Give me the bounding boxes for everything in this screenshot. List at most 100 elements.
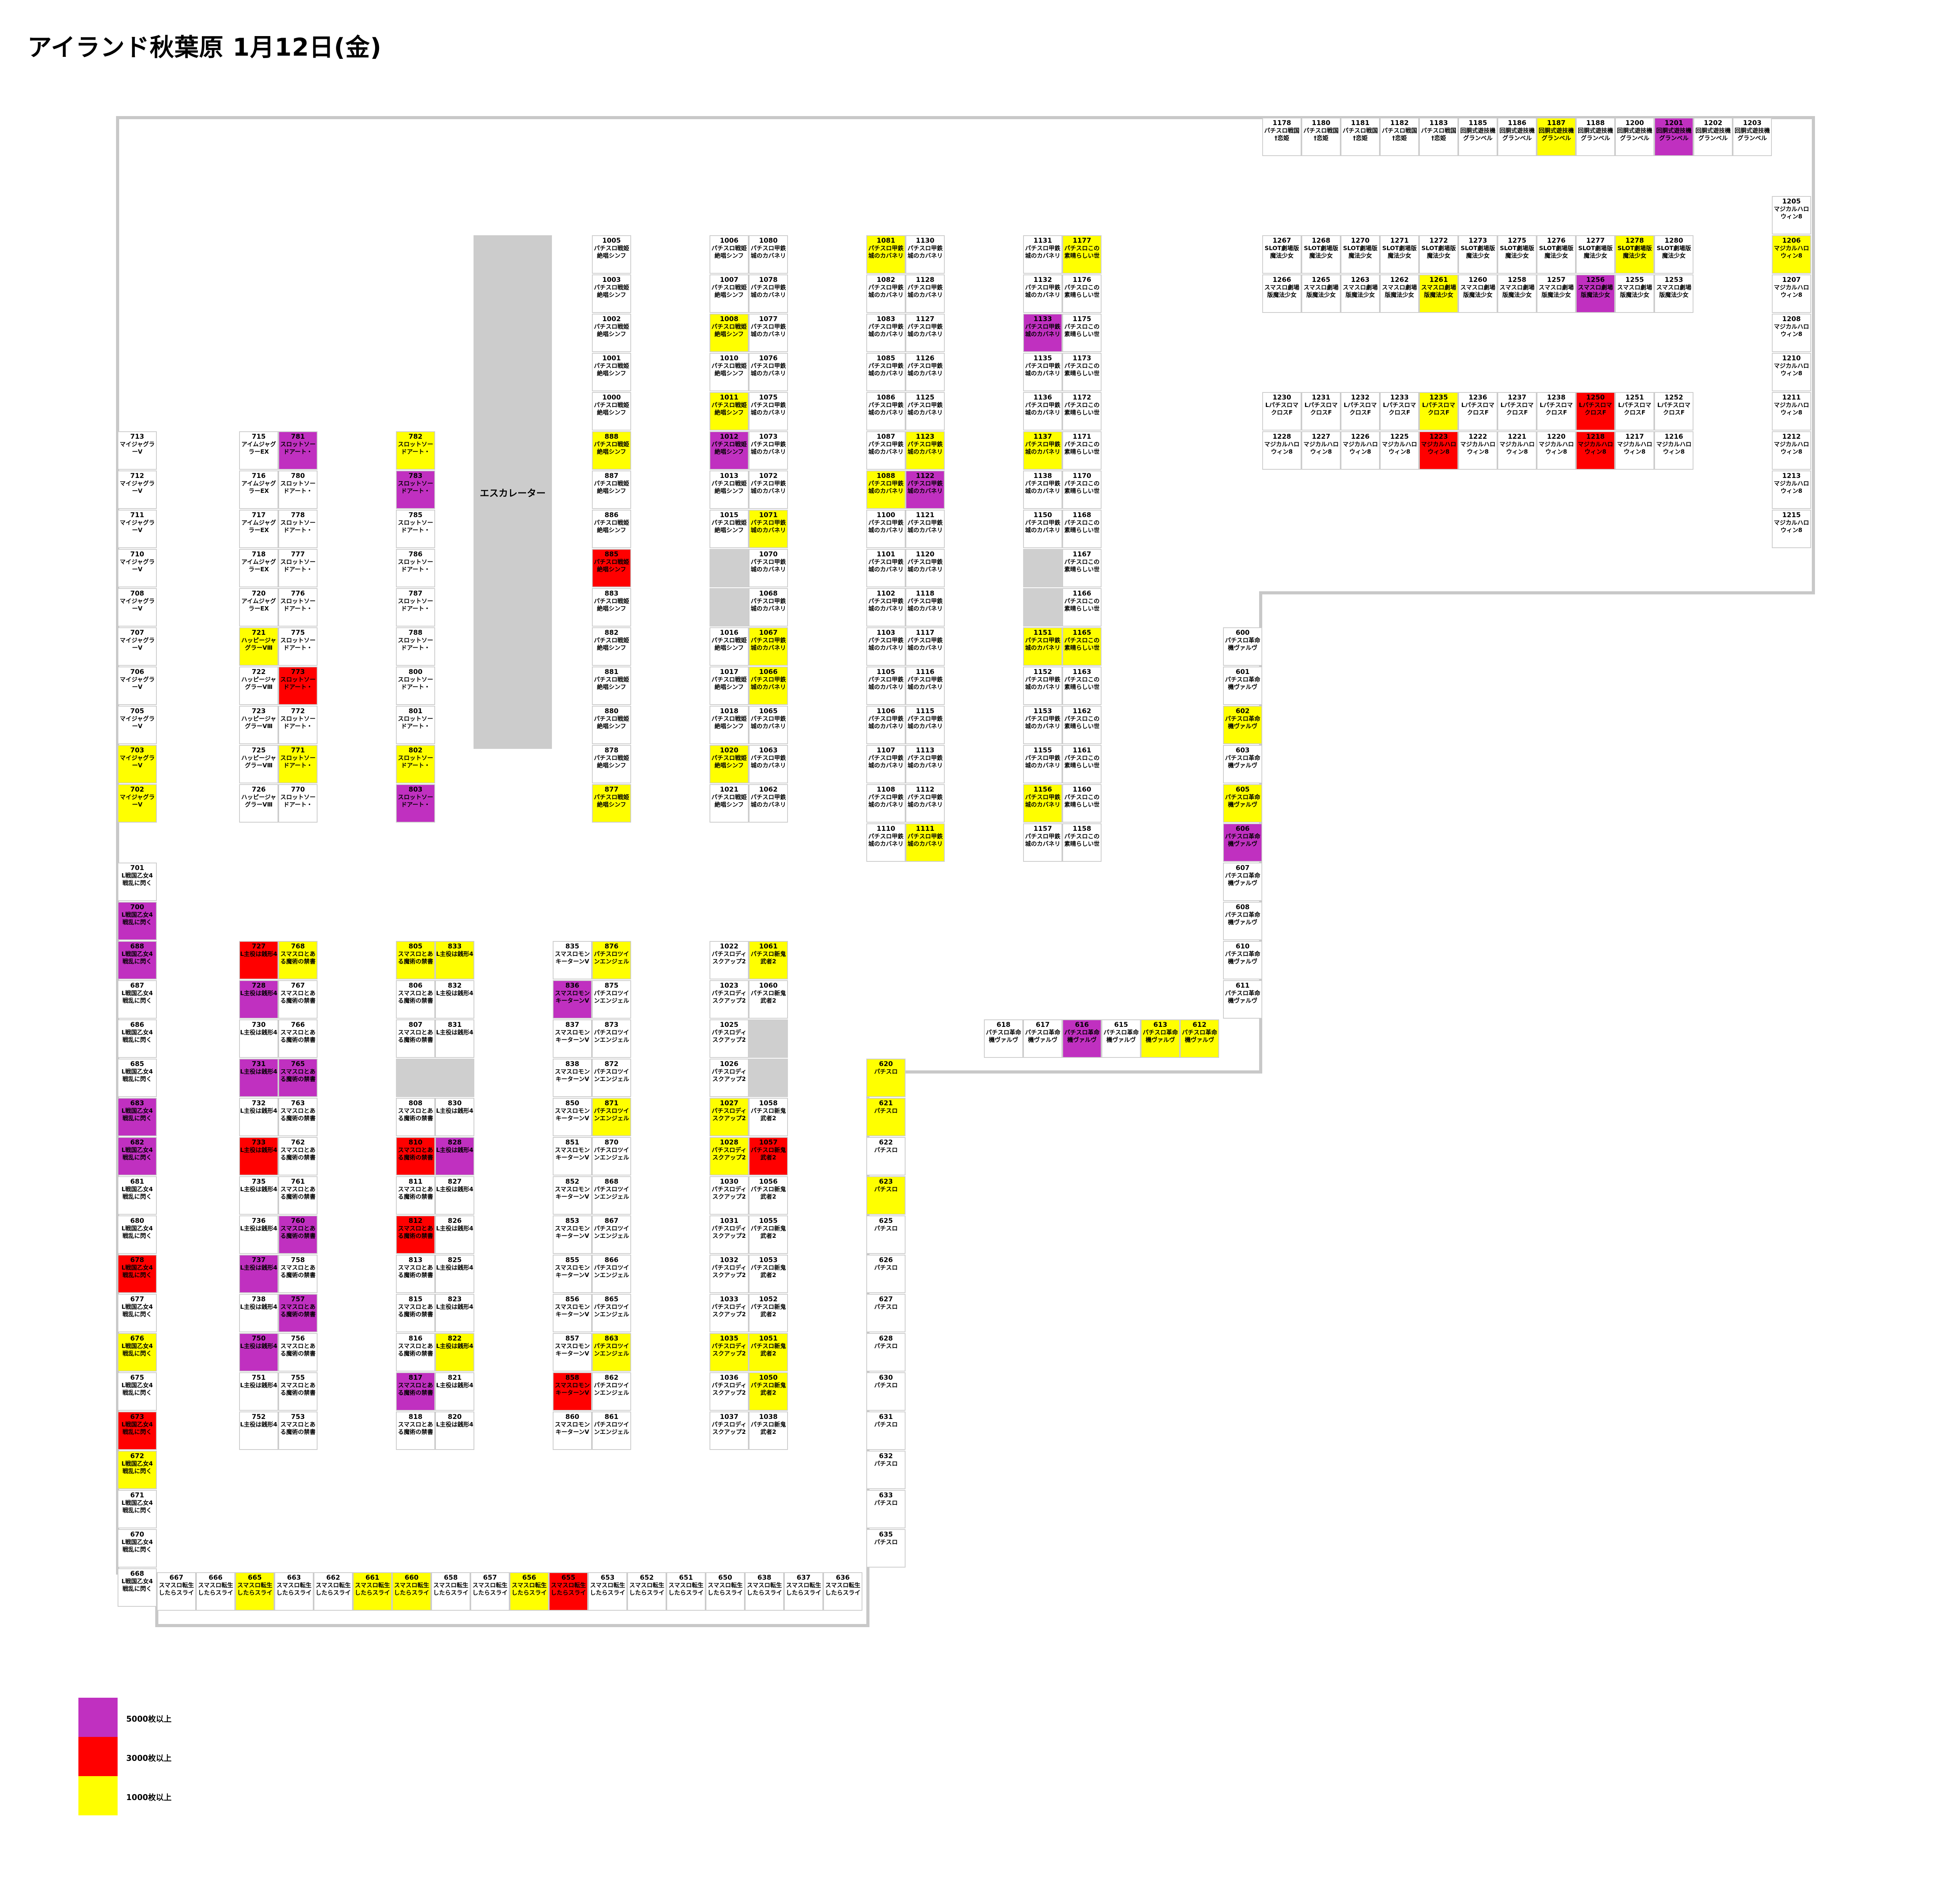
slot-machine[interactable]: 1138パチスロ甲鉄城のカバネリ bbox=[1023, 470, 1062, 509]
slot-machine[interactable]: 602パチスロ革命機ヴァルヴ bbox=[1223, 706, 1262, 744]
slot-machine[interactable]: 1105パチスロ甲鉄城のカバネリ bbox=[866, 667, 906, 705]
slot-machine[interactable]: 1225マジカルハロウィン8 bbox=[1380, 431, 1419, 470]
slot-machine[interactable]: 671L戦国乙女4 戦乱に閃く bbox=[118, 1490, 157, 1528]
slot-machine[interactable]: 705マイジャグラーV bbox=[118, 706, 157, 744]
slot-machine[interactable]: 612パチスロ革命機ヴァルヴ bbox=[1180, 1019, 1219, 1058]
slot-machine[interactable]: 1032パチスロディスクアップ2 bbox=[710, 1255, 749, 1293]
slot-machine[interactable]: 1131パチスロ甲鉄城のカバネリ bbox=[1023, 235, 1062, 274]
slot-machine[interactable]: 1161パチスロこの素晴らしい世 bbox=[1062, 745, 1102, 783]
slot-machine[interactable]: 1226マジカルハロウィン8 bbox=[1341, 431, 1380, 470]
slot-machine[interactable]: 1162パチスロこの素晴らしい世 bbox=[1062, 706, 1102, 744]
slot-machine[interactable]: 1050パチスロ新鬼武者2 bbox=[749, 1372, 788, 1411]
slot-machine[interactable]: 862パチスロツインエンジェル bbox=[592, 1372, 631, 1411]
slot-machine[interactable]: 1262スマスロ劇場版魔法少女 bbox=[1380, 274, 1419, 313]
slot-machine[interactable]: 721ハッピージャグラーVⅢ bbox=[239, 627, 278, 666]
slot-machine[interactable]: 651スマスロ転生したらスライ bbox=[666, 1572, 706, 1611]
slot-machine[interactable]: 816スマスロとある魔術の禁書 bbox=[396, 1333, 435, 1372]
slot-machine[interactable]: 1015パチスロ戦姫絶唱シンフ bbox=[710, 510, 749, 548]
slot-machine[interactable]: 856スマスロモンキーターンV bbox=[553, 1294, 592, 1332]
slot-machine[interactable]: 820L主役は銭形4 bbox=[435, 1412, 474, 1450]
slot-machine[interactable]: 1088パチスロ甲鉄城のカバネリ bbox=[866, 470, 906, 509]
slot-machine[interactable]: 1137パチスロ甲鉄城のカバネリ bbox=[1023, 431, 1062, 470]
slot-machine[interactable]: 656スマスロ転生したらスライ bbox=[510, 1572, 549, 1611]
slot-machine[interactable]: 675L戦国乙女4 戦乱に閃く bbox=[118, 1372, 157, 1411]
slot-machine[interactable]: 762スマスロとある魔術の禁書 bbox=[278, 1137, 318, 1175]
slot-machine[interactable]: 1228マジカルハロウィン8 bbox=[1262, 431, 1301, 470]
slot-machine[interactable]: 1082パチスロ甲鉄城のカバネリ bbox=[866, 274, 906, 313]
slot-machine[interactable]: 883パチスロ戦姫絶唱シンフ bbox=[592, 588, 631, 627]
slot-machine[interactable]: 1175パチスロこの素晴らしい世 bbox=[1062, 314, 1102, 352]
slot-machine[interactable]: 1125パチスロ甲鉄城のカバネリ bbox=[906, 392, 945, 431]
slot-machine[interactable]: 1200回胴式遊技機グランベル bbox=[1615, 118, 1654, 156]
slot-machine[interactable]: 712マイジャグラーV bbox=[118, 470, 157, 509]
slot-machine[interactable]: 767スマスロとある魔術の禁書 bbox=[278, 980, 318, 1019]
slot-machine[interactable]: 871パチスロツインエンジェル bbox=[592, 1098, 631, 1136]
slot-machine[interactable]: 881パチスロ戦姫絶唱シンフ bbox=[592, 667, 631, 705]
slot-machine[interactable]: 658スマスロ転生したらスライ bbox=[431, 1572, 470, 1611]
slot-machine[interactable]: 1122パチスロ甲鉄城のカバネリ bbox=[906, 470, 945, 509]
slot-machine[interactable]: 672L戦国乙女4 戦乱に閃く bbox=[118, 1451, 157, 1489]
slot-machine[interactable]: 781スロットソードアート・ bbox=[278, 431, 318, 470]
slot-machine[interactable]: 1111パチスロ甲鉄城のカバネリ bbox=[906, 823, 945, 862]
slot-machine[interactable]: 1217マジカルハロウィン8 bbox=[1615, 431, 1654, 470]
slot-machine[interactable]: 755スマスロとある魔術の禁書 bbox=[278, 1372, 318, 1411]
slot-machine[interactable]: 1123パチスロ甲鉄城のカバネリ bbox=[906, 431, 945, 470]
slot-machine[interactable]: 766スマスロとある魔術の禁書 bbox=[278, 1019, 318, 1058]
slot-machine[interactable]: 1077パチスロ甲鉄城のカバネリ bbox=[749, 314, 788, 352]
slot-machine[interactable]: 1085パチスロ甲鉄城のカバネリ bbox=[866, 353, 906, 391]
slot-machine[interactable]: 802スロットソードアート・ bbox=[396, 745, 435, 783]
slot-machine[interactable]: 621パチスロ bbox=[866, 1098, 906, 1136]
slot-machine[interactable]: 1018パチスロ戦姫絶唱シンフ bbox=[710, 706, 749, 744]
slot-machine[interactable]: 1156パチスロ甲鉄城のカバネリ bbox=[1023, 784, 1062, 823]
slot-machine[interactable]: 813スマスロとある魔術の禁書 bbox=[396, 1255, 435, 1293]
slot-machine[interactable]: 608パチスロ革命機ヴァルヴ bbox=[1223, 902, 1262, 940]
slot-machine[interactable]: 616パチスロ革命機ヴァルヴ bbox=[1062, 1019, 1102, 1058]
slot-machine[interactable]: 687L戦国乙女4 戦乱に閃く bbox=[118, 980, 157, 1019]
slot-machine[interactable]: 1232LパチスロマクロスF bbox=[1341, 392, 1380, 431]
slot-machine[interactable]: 1016パチスロ戦姫絶唱シンフ bbox=[710, 627, 749, 666]
slot-machine[interactable]: 1215マジカルハロウィン8 bbox=[1772, 510, 1811, 548]
slot-machine[interactable]: 725ハッピージャグラーVⅢ bbox=[239, 745, 278, 783]
slot-machine[interactable]: 768スマスロとある魔術の禁書 bbox=[278, 941, 318, 979]
slot-machine[interactable]: 878パチスロ戦姫絶唱シンフ bbox=[592, 745, 631, 783]
slot-machine[interactable]: 727L主役は銭形4 bbox=[239, 941, 278, 979]
slot-machine[interactable]: 1037パチスロディスクアップ2 bbox=[710, 1412, 749, 1450]
slot-machine[interactable]: 1230LパチスロマクロスF bbox=[1262, 392, 1301, 431]
slot-machine[interactable]: 810スマスロとある魔術の禁書 bbox=[396, 1137, 435, 1175]
slot-machine[interactable]: 1135パチスロ甲鉄城のカバネリ bbox=[1023, 353, 1062, 391]
slot-machine[interactable]: 1176パチスロこの素晴らしい世 bbox=[1062, 274, 1102, 313]
slot-machine[interactable]: 1267SLOT劇場版魔法少女 bbox=[1262, 235, 1301, 274]
slot-machine[interactable]: 761スマスロとある魔術の禁書 bbox=[278, 1176, 318, 1215]
slot-machine[interactable]: 666スマスロ転生したらスライ bbox=[196, 1572, 235, 1611]
slot-machine[interactable]: 783スロットソードアート・ bbox=[396, 470, 435, 509]
slot-machine[interactable]: 832L主役は銭形4 bbox=[435, 980, 474, 1019]
slot-machine[interactable]: 730L主役は銭形4 bbox=[239, 1019, 278, 1058]
slot-machine[interactable]: 1211マジカルハロウィン8 bbox=[1772, 392, 1811, 431]
slot-machine[interactable]: 1057パチスロ新鬼武者2 bbox=[749, 1137, 788, 1175]
slot-machine[interactable]: 736L主役は銭形4 bbox=[239, 1215, 278, 1254]
slot-machine[interactable]: 1258スマスロ劇場版魔法少女 bbox=[1497, 274, 1537, 313]
slot-machine[interactable]: 756スマスロとある魔術の禁書 bbox=[278, 1333, 318, 1372]
slot-machine[interactable]: 1028パチスロディスクアップ2 bbox=[710, 1137, 749, 1175]
slot-machine[interactable]: 860スマスロモンキーターンV bbox=[553, 1412, 592, 1450]
slot-machine[interactable]: 1177パチスロこの素晴らしい世 bbox=[1062, 235, 1102, 274]
slot-machine[interactable]: 1157パチスロ甲鉄城のカバネリ bbox=[1023, 823, 1062, 862]
slot-machine[interactable]: 863パチスロツインエンジェル bbox=[592, 1333, 631, 1372]
slot-machine[interactable]: 1132パチスロ甲鉄城のカバネリ bbox=[1023, 274, 1062, 313]
slot-machine[interactable]: 1023パチスロディスクアップ2 bbox=[710, 980, 749, 1019]
slot-machine[interactable]: 876パチスロツインエンジェル bbox=[592, 941, 631, 979]
slot-machine[interactable]: 872パチスロツインエンジェル bbox=[592, 1059, 631, 1097]
slot-machine[interactable]: 660スマスロ転生したらスライ bbox=[392, 1572, 431, 1611]
slot-machine[interactable]: 1155パチスロ甲鉄城のカバネリ bbox=[1023, 745, 1062, 783]
slot-machine[interactable]: 655スマスロ転生したらスライ bbox=[549, 1572, 588, 1611]
slot-machine[interactable]: 1257スマスロ劇場版魔法少女 bbox=[1537, 274, 1576, 313]
slot-machine[interactable]: 626パチスロ bbox=[866, 1255, 906, 1293]
slot-machine[interactable]: 1171パチスロこの素晴らしい世 bbox=[1062, 431, 1102, 470]
slot-machine[interactable]: 827L主役は銭形4 bbox=[435, 1176, 474, 1215]
slot-machine[interactable]: 1166パチスロこの素晴らしい世 bbox=[1062, 588, 1102, 627]
slot-machine[interactable]: 1271SLOT劇場版魔法少女 bbox=[1380, 235, 1419, 274]
slot-machine[interactable]: 835スマスロモンキーターンV bbox=[553, 941, 592, 979]
slot-machine[interactable]: 1022パチスロディスクアップ2 bbox=[710, 941, 749, 979]
slot-machine[interactable]: 875パチスロツインエンジェル bbox=[592, 980, 631, 1019]
slot-machine[interactable]: 1251LパチスロマクロスF bbox=[1615, 392, 1654, 431]
